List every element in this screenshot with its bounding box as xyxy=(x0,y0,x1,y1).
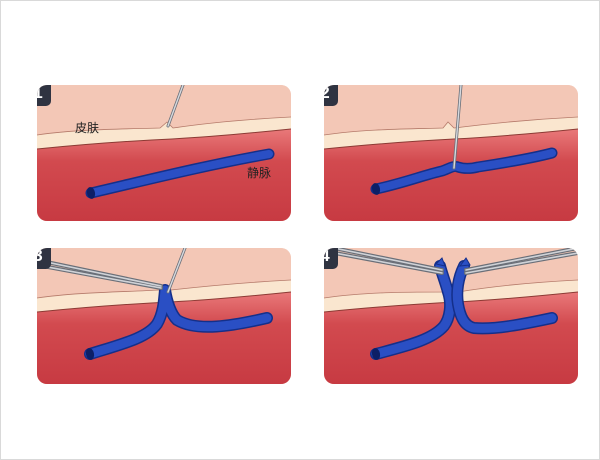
vein-fill-left xyxy=(371,261,455,359)
step-panel-1: 皮肤 静脉 1 xyxy=(37,85,291,221)
vein-fill-right xyxy=(452,261,557,333)
step-3-illustration xyxy=(37,248,291,384)
needle-icon xyxy=(166,85,185,128)
vein-fill xyxy=(372,149,556,193)
vein-fill xyxy=(87,150,273,197)
step-number-badge: 3 xyxy=(37,248,51,269)
skin-boundary xyxy=(324,128,578,150)
vein-end xyxy=(86,187,96,199)
forceps-icon xyxy=(464,248,578,275)
skin-label: 皮肤 xyxy=(75,121,100,135)
step-number-badge: 2 xyxy=(324,85,338,106)
muscle-layer xyxy=(324,129,578,221)
step-1-illustration xyxy=(37,85,291,221)
vein-cut-end-right xyxy=(458,257,471,267)
needle-icon xyxy=(452,85,463,170)
muscle-layer xyxy=(37,292,291,384)
skin-top-line xyxy=(324,116,578,136)
vein-hook-icon xyxy=(166,248,187,294)
vein-cut-end-left xyxy=(435,257,446,267)
vein-end xyxy=(85,348,95,360)
vein-fill xyxy=(85,285,272,359)
vein-label: 静脉 xyxy=(247,166,272,180)
step-panel-2: 2 xyxy=(324,85,578,221)
step-number-badge: 1 xyxy=(37,85,51,106)
muscle-layer xyxy=(324,292,578,384)
skin-boundary xyxy=(37,128,291,150)
step-2-illustration xyxy=(324,85,578,221)
vein-end xyxy=(371,348,381,360)
step-panel-4: 4 xyxy=(324,248,578,384)
step-panel-3: 3 xyxy=(37,248,291,384)
skin-top-line xyxy=(37,116,291,136)
step-4-illustration xyxy=(324,248,578,384)
step-number-badge: 4 xyxy=(324,248,338,269)
epidermis-layer xyxy=(324,117,578,149)
epidermis-layer xyxy=(37,117,291,149)
vein-end xyxy=(371,183,381,195)
